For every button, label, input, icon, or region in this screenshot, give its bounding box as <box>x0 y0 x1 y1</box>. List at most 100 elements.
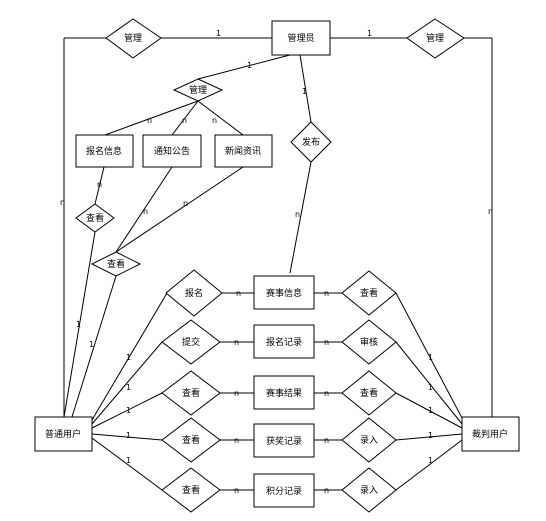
card-1-manage-center: 1 <box>247 61 252 70</box>
card-n-refview: n <box>324 289 329 298</box>
card-1-user-signup: 1 <box>126 353 131 362</box>
entity-points-record: 积分记录 <box>253 473 315 508</box>
entities: 管理员 普通用户 裁判用户 报名信息 通知公告 新闻资讯 赛事信息 报名记录 <box>34 20 520 508</box>
card-1-manage-left: 1 <box>216 29 221 38</box>
edge-user-signup <box>91 292 168 421</box>
rel-ref-review-label: 审核 <box>360 336 378 348</box>
card-n-enterpoints: n <box>324 486 329 495</box>
entity-points-record-label: 积分记录 <box>266 485 302 497</box>
card-n-registration-view: n <box>97 180 102 189</box>
rel-ref-view-result-label: 查看 <box>360 387 378 399</box>
entity-award-record: 获奖记录 <box>253 423 315 458</box>
edge-manage-center-notice <box>171 100 199 136</box>
card-n-publish: n <box>295 210 300 219</box>
entity-award-record-label: 获奖记录 <box>266 435 302 447</box>
rel-view-registration: 查看 <box>75 203 115 233</box>
card-n-registration: n <box>147 116 152 125</box>
card-n-signup: n <box>236 289 241 298</box>
card-n-manage-right: n <box>488 207 493 216</box>
card-1-user-viewresult: 1 <box>126 406 131 415</box>
edge-notice-view <box>115 166 173 253</box>
rel-sign-up: 报名 <box>165 269 223 317</box>
edge-registration-view <box>94 166 105 205</box>
edge-admin-publish <box>299 54 312 123</box>
rel-manage-right-label: 管理 <box>426 32 444 44</box>
card-n-news: n <box>212 116 217 125</box>
card-1-manage-right: 1 <box>367 29 372 38</box>
edge-user-viewpoints <box>91 437 163 491</box>
card-1-user-viewaward: 1 <box>126 431 131 440</box>
card-1-ref-d: 1 <box>428 431 433 440</box>
edge-view-user-a <box>63 231 96 418</box>
edge-admin-manage-center <box>197 54 291 80</box>
card-n-manage-left: n <box>60 198 65 207</box>
relationships: 管理 管理 管理 发布 查看 查看 报名 提交 <box>75 18 465 513</box>
entity-registration-info-label: 报名信息 <box>86 145 122 157</box>
card-n-viewpoints: n <box>234 486 239 495</box>
rel-ref-enter-points-label: 录入 <box>360 485 378 496</box>
edge-news-view <box>115 166 244 253</box>
rel-manage-center-label: 管理 <box>189 84 207 96</box>
card-n-review: n <box>324 338 329 347</box>
rel-manage-left: 管理 <box>105 18 162 59</box>
rel-ref-view-match: 查看 <box>341 270 397 316</box>
rel-sign-up-label: 报名 <box>185 287 203 299</box>
card-n-news-view: n <box>183 199 188 208</box>
entity-match-result-label: 赛事结果 <box>266 387 302 399</box>
card-n-notice: n <box>182 116 187 125</box>
rel-view-result-label: 查看 <box>182 387 200 399</box>
card-1-ref-c: 1 <box>428 406 433 415</box>
edges <box>63 37 493 491</box>
rel-ref-enter-award-label: 录入 <box>360 435 378 446</box>
edge-view-user-b <box>71 275 117 418</box>
rel-view-news: 查看 <box>90 251 142 277</box>
edge-user-viewaward <box>91 433 163 441</box>
entity-regular-user-label: 普通用户 <box>45 428 81 440</box>
edge-manage-center-news <box>197 100 244 136</box>
entity-registration-info: 报名信息 <box>75 134 134 168</box>
entity-admin-label: 管理员 <box>287 32 314 44</box>
rel-view-news-label: 查看 <box>107 258 125 270</box>
card-1-user-viewpoints: 1 <box>126 456 131 465</box>
entity-notice-label: 通知公告 <box>154 145 190 157</box>
entity-news-label: 新闻资讯 <box>225 145 261 157</box>
entity-notice: 通知公告 <box>142 134 202 168</box>
rel-manage-center: 管理 <box>172 78 224 102</box>
edge-publish-match <box>289 161 312 274</box>
rel-submit: 提交 <box>161 319 221 365</box>
rel-view-award: 查看 <box>161 417 221 463</box>
card-1-ref-e: 1 <box>428 456 433 465</box>
edge-refview-referee <box>395 292 463 419</box>
rel-view-registration-label: 查看 <box>86 212 104 224</box>
entity-news: 新闻资讯 <box>214 134 273 168</box>
rel-view-result: 查看 <box>161 370 221 416</box>
edge-enteraward-referee <box>395 433 463 441</box>
edge-user-submit <box>91 341 163 425</box>
edge-manage-center-registration <box>104 100 199 136</box>
entity-referee-user: 裁判用户 <box>461 416 520 452</box>
card-n-submit: n <box>234 338 239 347</box>
entity-match-info: 赛事信息 <box>253 275 315 310</box>
card-n-refviewresult: n <box>324 389 329 398</box>
entity-referee-user-label: 裁判用户 <box>472 428 508 440</box>
entity-signup-record-label: 报名记录 <box>266 336 302 348</box>
edge-user-viewresult <box>91 392 163 429</box>
card-1-ref-a: 1 <box>428 353 433 362</box>
rel-ref-enter-award: 录入 <box>341 417 397 463</box>
entity-signup-record: 报名记录 <box>253 324 315 359</box>
card-1-view-user-a: 1 <box>76 320 81 329</box>
entity-match-info-label: 赛事信息 <box>266 287 302 299</box>
card-1-user-submit: 1 <box>126 383 131 392</box>
rel-view-award-label: 查看 <box>182 434 200 446</box>
rel-ref-review: 审核 <box>341 319 397 365</box>
rel-view-points-label: 查看 <box>182 484 200 496</box>
card-n-notice-view: n <box>143 207 148 216</box>
rel-view-points: 查看 <box>161 467 221 513</box>
rel-publish: 发布 <box>290 121 332 163</box>
rel-submit-label: 提交 <box>182 336 200 348</box>
edge-review-referee <box>395 341 463 425</box>
rel-manage-right: 管理 <box>406 18 465 59</box>
card-1-publish: 1 <box>302 87 307 96</box>
card-n-viewresult: n <box>234 389 239 398</box>
